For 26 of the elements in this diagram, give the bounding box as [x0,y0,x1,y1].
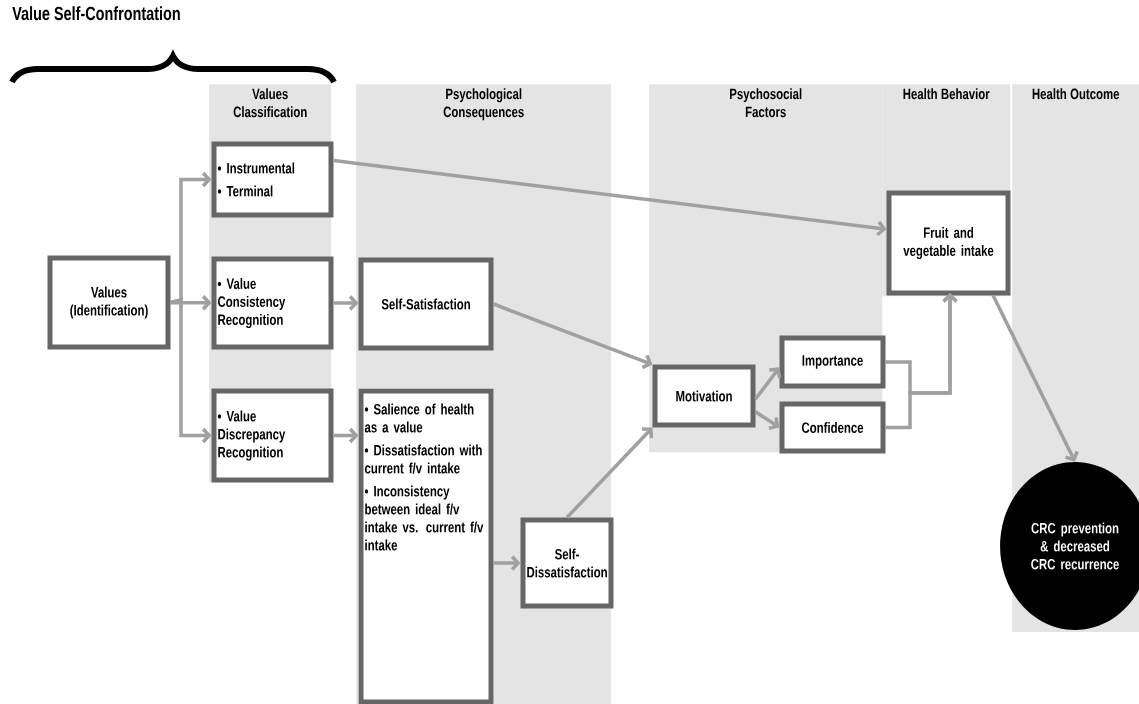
arrow [754,410,780,431]
arrow [170,295,212,311]
process-box: • Instrumental • Terminal [211,141,334,218]
process-box: • Salience of health as a value • Dissatisfaction with current f/v intake • Inconsistency between ideal f/v intake vs. current f/v intake [358,388,494,704]
process-box: Self-Dissatisfaction [520,517,614,609]
arrow [170,297,212,444]
process-box: • Value Consistency Recognition [211,256,334,350]
process-box: Confidence [779,401,886,454]
process-box: Importance [779,335,886,389]
arrow [991,294,1079,462]
arrow [333,427,359,444]
brace-label: Value Self-Confrontation [12,6,180,21]
arrow [493,555,521,571]
process-box: Motivation [652,364,756,428]
arrow [333,158,887,237]
process-box: Self-Satisfaction [358,257,494,351]
node-label: Health Behavior [903,88,990,100]
process-box: Values (Identification) [47,255,171,350]
arrow [333,295,359,311]
arrow [885,293,958,430]
arrow [492,302,653,370]
arrow [565,427,654,519]
arrow [754,367,782,401]
process-box: Fruit and vegetable intake [886,190,1011,296]
process-box: • Value Discrepancy Recognition [211,388,334,483]
node-label: Psychosocial Factors [730,88,802,118]
